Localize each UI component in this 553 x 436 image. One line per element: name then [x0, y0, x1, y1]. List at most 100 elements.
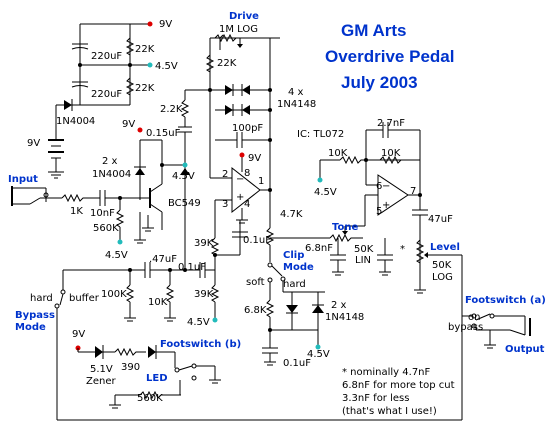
- note-3: 3.3nF for less: [342, 393, 409, 404]
- v45-c015-label: 4.5V: [172, 171, 195, 182]
- pot-level-label: 50K: [432, 260, 452, 271]
- r50k-tone-b-label: LIN: [355, 255, 371, 266]
- note-4: (that's what I use!): [342, 406, 437, 417]
- hard-clip-label: hard: [283, 279, 306, 290]
- on-label: on: [468, 312, 480, 323]
- r10k-inv-label: 10K: [328, 148, 348, 159]
- pot-drive-label: 1M LOG: [219, 24, 258, 35]
- diodes2d-label: 1N4148: [325, 312, 364, 323]
- bc549-label: BC549: [168, 198, 201, 209]
- pot-level-b-label: LOG: [432, 272, 453, 283]
- bypass-label: bypass: [448, 322, 483, 333]
- star-label: *: [400, 244, 405, 255]
- power-supply: [48, 21, 153, 179]
- v45-clip-label: 4.5V: [307, 349, 330, 360]
- v9-bat-label: 9V: [27, 138, 40, 149]
- r39k-b-label: 39K: [194, 289, 214, 300]
- bypass-buffer-section: [54, 262, 462, 421]
- ic-label: IC: TL072: [297, 129, 344, 140]
- c220-b-label: 220uF: [91, 89, 122, 100]
- zener2-label: Zener: [86, 376, 116, 387]
- tone-label: Tone: [332, 222, 358, 233]
- pin7-label: 7: [410, 186, 416, 197]
- zener1-label: 5.1V: [90, 364, 113, 375]
- v45-top-label: 4.5V: [155, 61, 178, 72]
- c10n-label: 10nF: [90, 208, 115, 219]
- c47u-label: .47uF: [149, 254, 177, 265]
- r50k-tone-label: 50K: [354, 244, 374, 255]
- v9-op-label: 9V: [248, 153, 261, 164]
- svg-text:+: +: [382, 200, 390, 211]
- note-2: 6.8nF for more top cut: [342, 380, 455, 391]
- r22k-fb-label: 2.2K: [160, 104, 183, 115]
- bypass-mode-label-2: Mode: [15, 322, 46, 333]
- r68k-label: 6.8K: [244, 305, 267, 316]
- c68n-label: 6.8nF: [305, 243, 333, 254]
- pin5-label: 5: [376, 206, 382, 217]
- tone-section: [270, 194, 393, 276]
- hard-label: hard: [30, 293, 53, 304]
- c01u-b-label: 0.1uF: [178, 262, 206, 273]
- v9-led-label: 9V: [72, 329, 85, 340]
- footswitch-a-label: Footswitch (a): [465, 295, 546, 306]
- output-label: Output: [505, 344, 545, 355]
- c01u-a-label: 0.1uF: [243, 235, 271, 246]
- r22k-a-label: 22K: [135, 44, 155, 55]
- svg-text:+: +: [236, 192, 244, 203]
- c27n-label: 2.7nF: [377, 118, 405, 129]
- clip-mode-section: [262, 215, 325, 366]
- pin4-label: 4: [244, 199, 250, 210]
- led-label: LED: [146, 373, 168, 384]
- c01u-c-label: 0.1uF: [283, 358, 311, 369]
- diodes2b-label: 1N4004: [92, 169, 131, 180]
- r22k-drive-label: 22K: [217, 58, 237, 69]
- clip-mode-label-1: Clip: [283, 250, 304, 261]
- clip-mode-label-2: Mode: [283, 262, 314, 273]
- output-stage: − +: [317, 122, 531, 420]
- r39k-a-label: 39K: [194, 238, 214, 249]
- input-label: Input: [8, 174, 38, 185]
- diodes4-label: 4 x: [288, 87, 304, 98]
- c100p-label: 100pF: [232, 123, 263, 134]
- v9-q-label: 9V: [122, 119, 135, 130]
- pin8-label: 8: [244, 168, 250, 179]
- v45-bias-label: 4.5V: [187, 317, 210, 328]
- pin6-label: 6: [376, 181, 382, 192]
- pin1-label: 1: [258, 176, 264, 187]
- r100k-label: 100K: [101, 289, 127, 300]
- r390-label: 390: [121, 362, 140, 373]
- title-line-2: Overdrive Pedal: [325, 47, 454, 66]
- r47k-label: 4.7K: [280, 209, 303, 220]
- note-1: * nominally 4.7nF: [342, 367, 431, 378]
- r560k-led-label: 560K: [137, 393, 163, 404]
- buffer-label: buffer: [69, 293, 100, 304]
- drive-gain-stage: − +: [178, 33, 280, 323]
- r1k-label: 1K: [70, 206, 83, 217]
- soft-label: soft: [246, 277, 265, 288]
- d1n4004-label: 1N4004: [56, 116, 95, 127]
- drive-label: Drive: [229, 11, 259, 22]
- v9-top-label: 9V: [159, 19, 172, 30]
- title-line-3: July 2003: [341, 73, 418, 92]
- v45-op2-label: 4.5V: [314, 187, 337, 198]
- v45-in-label: 4.5V: [105, 250, 128, 261]
- led-footswitch-b: [75, 345, 221, 409]
- r22k-b-label: 22K: [135, 83, 155, 94]
- svg-text:−: −: [382, 181, 390, 192]
- diodes2-label: 2 x: [102, 156, 118, 167]
- r560k-label: 560K: [93, 223, 119, 234]
- title-line-1: GM Arts: [341, 21, 407, 40]
- bypass-mode-label-1: Bypass: [15, 310, 55, 321]
- c220-a-label: 220uF: [91, 51, 122, 62]
- pin2-label: 2: [222, 169, 228, 180]
- level-label: Level: [430, 242, 460, 253]
- r10k-fb-label: 10K: [381, 148, 401, 159]
- footswitch-b-label: Footswitch (b): [160, 339, 241, 350]
- r10k-b-label: 10K: [148, 297, 168, 308]
- diodes2c-label: 2 x: [331, 300, 347, 311]
- svg-text:−: −: [236, 174, 244, 185]
- diodes4b-label: 1N4148: [277, 99, 316, 110]
- input-buffer-stage: [11, 127, 190, 245]
